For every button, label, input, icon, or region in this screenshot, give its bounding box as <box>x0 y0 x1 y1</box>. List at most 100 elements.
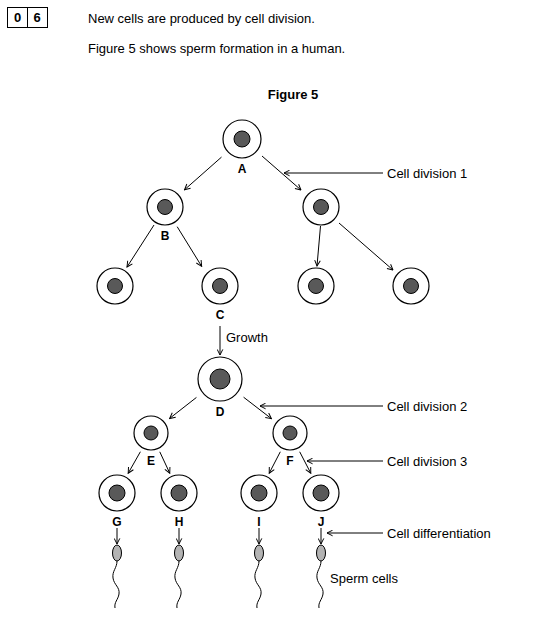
cell-membrane <box>198 357 242 401</box>
question-number-box: 6 <box>27 7 48 28</box>
cell-nucleus <box>309 279 324 294</box>
division-arrow <box>160 452 170 473</box>
cell-nucleus <box>171 485 187 501</box>
cell-membrane <box>202 268 238 304</box>
cell-membrane <box>97 268 133 304</box>
cell-nucleus <box>234 131 250 147</box>
cell-letter: J <box>291 515 351 529</box>
division-arrow <box>127 225 154 267</box>
sperm-tail <box>317 561 323 608</box>
division-arrow <box>317 226 321 266</box>
cell-letter: F <box>261 454 319 468</box>
cell: I <box>241 475 277 511</box>
cell-letter: B <box>135 229 195 243</box>
question-number-box: 0 <box>7 7 28 28</box>
sperm-tail <box>255 561 261 608</box>
cell: B <box>147 189 183 225</box>
sperm-head <box>317 545 326 561</box>
cell-letter: A <box>211 162 273 176</box>
cell-shape <box>133 415 169 451</box>
cell-membrane <box>393 268 429 304</box>
question-number: 6 <box>33 11 40 25</box>
cell-letter: D <box>186 405 254 419</box>
edge-label: Growth <box>226 330 268 345</box>
cell-membrane <box>273 416 307 450</box>
cell: C <box>202 268 238 324</box>
cell-shape <box>201 267 239 305</box>
differentiation-arrow <box>117 528 118 544</box>
division-arrow <box>177 227 201 267</box>
cell: A <box>223 120 261 158</box>
cell: F <box>273 416 307 450</box>
cell: H <box>161 475 197 511</box>
cell: J <box>303 475 339 511</box>
cell-nucleus <box>213 279 228 294</box>
cell-nucleus <box>158 200 173 215</box>
cell-membrane <box>303 189 339 225</box>
cell-letter: H <box>149 515 209 529</box>
question-number: 0 <box>14 11 21 25</box>
sperm-head <box>113 545 122 561</box>
cell: E <box>134 416 168 450</box>
instruction-text: New cells are produced by cell division. <box>88 11 315 26</box>
process-label: Cell division 2 <box>387 399 467 414</box>
cell-shape <box>222 119 262 159</box>
sperm-tail <box>113 561 119 608</box>
cell-shape <box>302 474 340 512</box>
cell-nucleus <box>283 426 297 440</box>
division-arrow <box>300 452 311 473</box>
cell-shape <box>146 188 184 226</box>
cell-shape <box>272 415 308 451</box>
cell-nucleus <box>210 369 230 389</box>
cell-membrane <box>303 475 339 511</box>
cell-type-label: Sperm cells <box>330 571 398 586</box>
division-arrow <box>339 223 393 270</box>
cell-membrane <box>99 475 135 511</box>
process-label: Cell division 1 <box>387 166 467 181</box>
figure-title: Figure 5 <box>243 87 343 102</box>
differentiation-arrow <box>179 528 180 544</box>
figure-intro-text: Figure 5 shows sperm formation in a huma… <box>88 41 345 56</box>
cell-letter: C <box>190 308 250 322</box>
sperm-head <box>175 545 184 561</box>
sperm-tail <box>175 561 181 608</box>
differentiation-arrow <box>321 528 322 544</box>
process-label: Cell differentiation <box>387 526 491 541</box>
leader-arrow <box>327 533 383 534</box>
cell-membrane <box>147 189 183 225</box>
division-arrow <box>170 397 197 418</box>
cell-nucleus <box>109 485 125 501</box>
cell-membrane <box>298 268 334 304</box>
cell-membrane <box>161 475 197 511</box>
cell-membrane <box>241 475 277 511</box>
leader-arrow <box>260 406 383 407</box>
cell-nucleus <box>144 426 158 440</box>
cell: D <box>198 357 242 401</box>
cell-shape <box>98 474 136 512</box>
differentiation-arrow <box>259 528 260 544</box>
cell-letter: I <box>229 515 289 529</box>
division-arrow <box>269 452 280 473</box>
cell-shape <box>240 474 278 512</box>
division-arrow <box>244 397 272 418</box>
division-arrow <box>128 452 140 474</box>
cell: G <box>99 475 135 511</box>
division-arrow <box>220 326 221 355</box>
cell-nucleus <box>313 485 329 501</box>
cell-letter: E <box>122 454 180 468</box>
cell-letter: G <box>87 515 147 529</box>
leader-arrow <box>284 173 383 174</box>
cell-shape <box>197 356 243 402</box>
division-arrow <box>184 157 221 190</box>
cell-nucleus <box>404 279 419 294</box>
leader-arrow <box>307 461 383 462</box>
cell-nucleus <box>251 485 267 501</box>
cell-nucleus <box>314 200 329 215</box>
cell-nucleus <box>108 279 123 294</box>
cell-shape <box>160 474 198 512</box>
cell-membrane <box>223 120 261 158</box>
sperm-head <box>255 545 264 561</box>
process-label: Cell division 3 <box>387 454 467 469</box>
cell-membrane <box>134 416 168 450</box>
